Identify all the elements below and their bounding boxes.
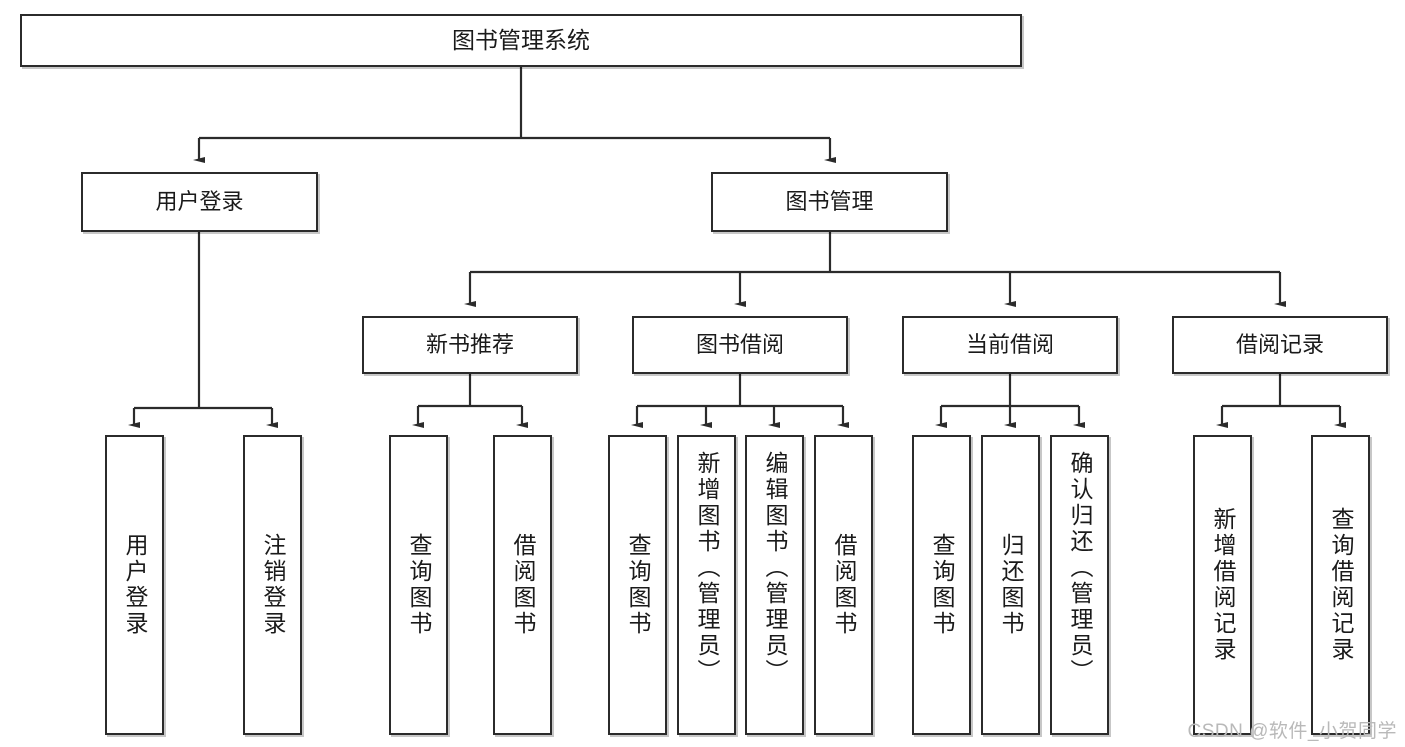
leaf-query-book-borrow[interactable]: 查询图书 xyxy=(608,435,667,735)
node-label: 当前借阅 xyxy=(965,332,1054,358)
leaf-user-login[interactable]: 用户登录 xyxy=(105,435,164,735)
leaf-borrow-book[interactable]: 借阅图书 xyxy=(814,435,873,735)
node-new-book-recommend[interactable]: 新书推荐 xyxy=(362,316,578,374)
node-user-login[interactable]: 用户登录 xyxy=(81,172,318,232)
node-book-management[interactable]: 图书管理 xyxy=(711,172,948,232)
node-label: 查询借阅记录 xyxy=(1328,507,1354,663)
node-label: 借阅记录 xyxy=(1235,332,1324,358)
leaf-borrow-book-recommend[interactable]: 借阅图书 xyxy=(493,435,552,735)
node-label: 归还图书 xyxy=(998,533,1024,637)
leaf-logout[interactable]: 注销登录 xyxy=(243,435,302,735)
leaf-confirm-return-admin[interactable]: 确认归还（管理员） xyxy=(1050,435,1109,735)
node-label: 注销登录 xyxy=(260,533,286,637)
leaf-add-borrow-record[interactable]: 新增借阅记录 xyxy=(1193,435,1252,735)
node-label: 用户登录 xyxy=(122,533,148,637)
node-label: 新增借阅记录 xyxy=(1210,507,1236,663)
node-label: 借阅图书 xyxy=(510,533,536,637)
leaf-return-book[interactable]: 归还图书 xyxy=(981,435,1040,735)
leaf-query-book-current[interactable]: 查询图书 xyxy=(912,435,971,735)
leaf-query-borrow-record[interactable]: 查询借阅记录 xyxy=(1311,435,1370,735)
node-label: 编辑图书（管理员） xyxy=(762,451,788,685)
leaf-add-book-admin[interactable]: 新增图书（管理员） xyxy=(677,435,736,735)
node-label: 查询图书 xyxy=(406,533,432,637)
node-current-borrow[interactable]: 当前借阅 xyxy=(902,316,1118,374)
node-label: 图书管理系统 xyxy=(452,27,590,54)
node-borrow-record[interactable]: 借阅记录 xyxy=(1172,316,1388,374)
node-label: 查询图书 xyxy=(929,533,955,637)
node-label: 借阅图书 xyxy=(831,533,857,637)
node-book-borrow[interactable]: 图书借阅 xyxy=(632,316,848,374)
node-label: 确认归还（管理员） xyxy=(1067,451,1093,685)
node-label: 用户登录 xyxy=(155,189,244,215)
node-label: 图书借阅 xyxy=(695,332,784,358)
leaf-query-book-recommend[interactable]: 查询图书 xyxy=(389,435,448,735)
node-label: 新增图书（管理员） xyxy=(694,451,720,685)
node-label: 查询图书 xyxy=(625,533,651,637)
leaf-edit-book-admin[interactable]: 编辑图书（管理员） xyxy=(745,435,804,735)
node-label: 新书推荐 xyxy=(425,332,514,358)
node-label: 图书管理 xyxy=(785,189,874,215)
node-root-system[interactable]: 图书管理系统 xyxy=(20,14,1022,67)
csdn-watermark: CSDN @软件_小贺同学 xyxy=(1187,721,1397,742)
